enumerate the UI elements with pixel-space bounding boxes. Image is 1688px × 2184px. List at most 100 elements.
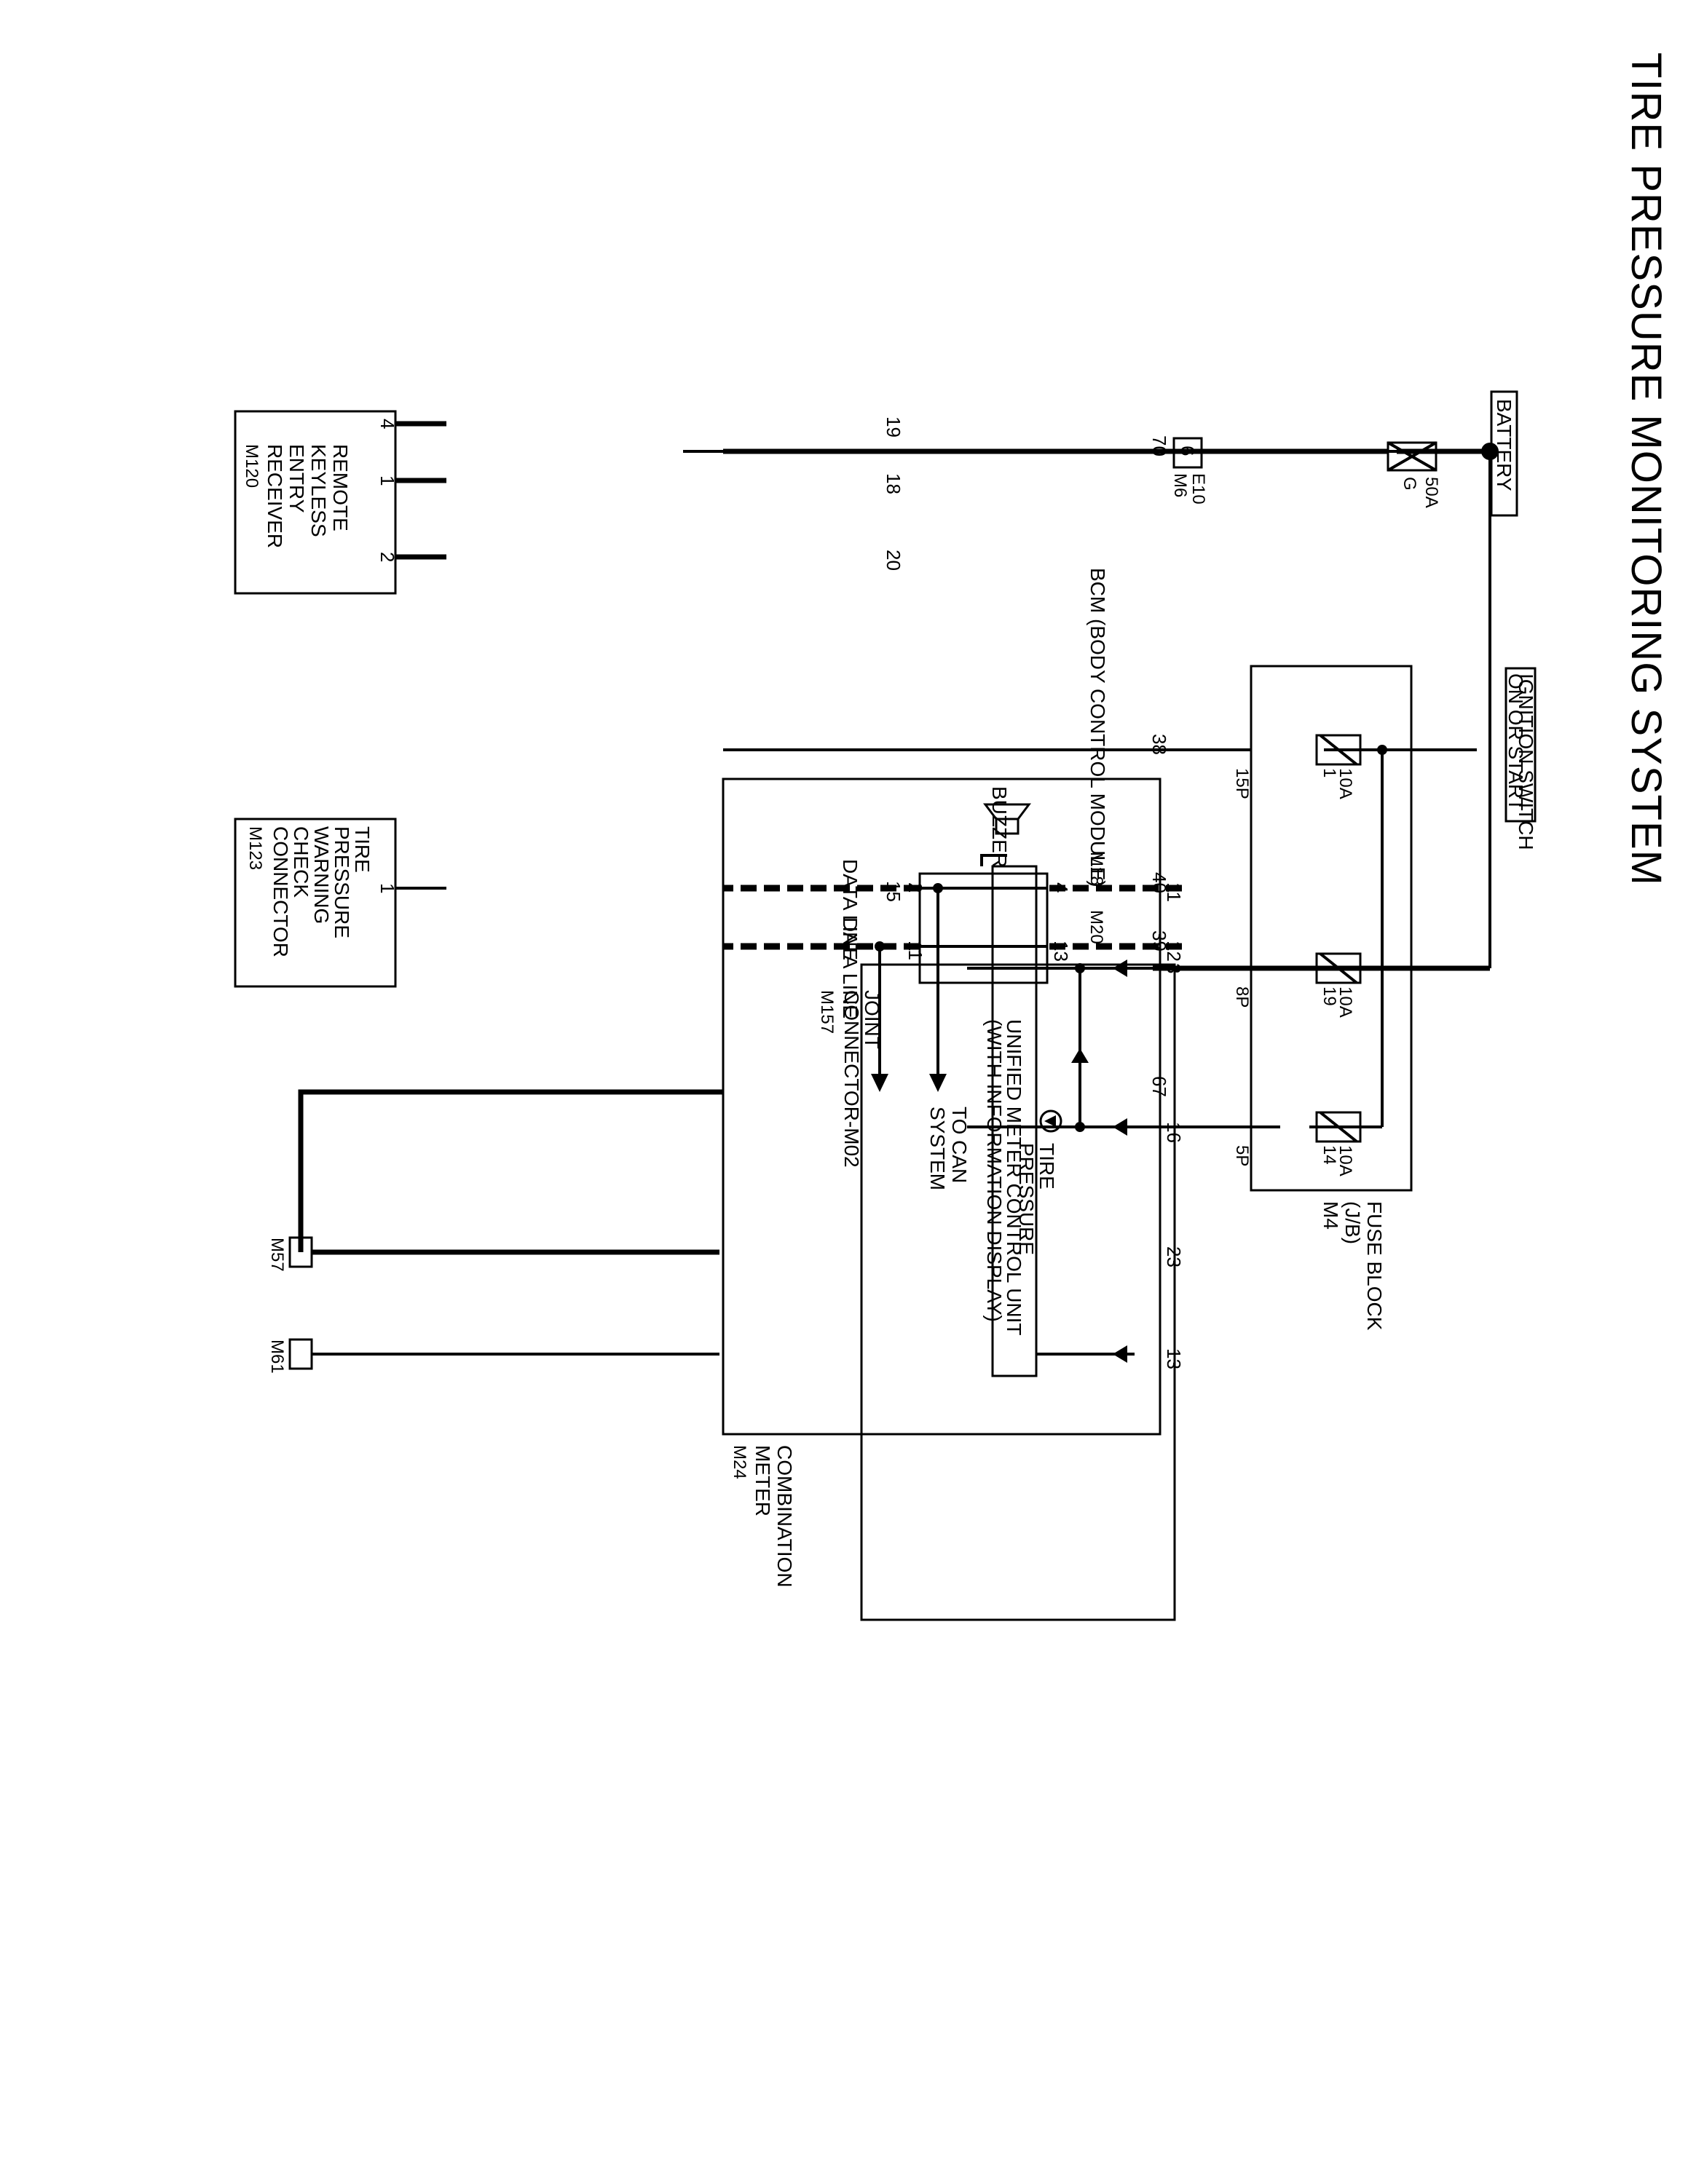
ignition-line2: ON OR START [1504, 673, 1527, 811]
unified-meter-line2: (WITH INFORMATION DISPLAY) [983, 1019, 1006, 1322]
diode-16-icon [1113, 1118, 1127, 1136]
check-connector-box [234, 818, 397, 988]
bcm-pin-70: 70 [1148, 435, 1170, 456]
fuse-19-slash [1319, 952, 1358, 984]
ignition-line1: IGNITION SWITCH [1515, 673, 1537, 850]
diode-3-icon [1113, 960, 1127, 977]
fusible-link-x2 [1387, 441, 1437, 472]
meter-conn: M24 [730, 1445, 749, 1479]
e10-conn-label: E10 [1188, 473, 1208, 505]
fuse-19-num: 19 [1320, 986, 1339, 1006]
fuse-19 [1315, 952, 1362, 984]
joint-connector-box [918, 872, 1049, 984]
tire-pressure-line2: PRESSURE [1015, 1143, 1038, 1255]
rke-line1: REMOTE [329, 444, 352, 531]
bcm-pin-15: 15 [883, 881, 904, 902]
bcm-pin-40: 40 [1148, 872, 1170, 893]
fuse-19-pin: 8P [1232, 986, 1252, 1008]
joint-pin-4: 4 [1050, 882, 1072, 893]
fuse-1-rating: 10A [1336, 768, 1355, 799]
buzzer-label: BUZZER [988, 786, 1011, 868]
joint-conn: M157 [817, 990, 837, 1034]
meter-pin-23: 23 [1163, 1246, 1185, 1267]
ground-m57-icon [288, 1236, 313, 1268]
meter-label-line2: METER [752, 1445, 774, 1516]
fuse-14-pin: 5P [1232, 1145, 1252, 1166]
check-line2: PRESSURE [331, 826, 353, 938]
rke-pin-4: 4 [376, 419, 398, 429]
fusible-link-rating: 50A [1421, 477, 1441, 508]
bcm-pin-20: 20 [883, 550, 904, 571]
rke-pin-2: 2 [376, 552, 398, 562]
joint-pin-11: 11 [904, 941, 926, 960]
rke-conn: M120 [242, 444, 261, 488]
fuse-block-label: FUSE BLOCK [1363, 1201, 1386, 1331]
bcm-label: BCM (BODY CONTROL MODULE) [1086, 568, 1109, 887]
bcm-conn-m18: M18 [1086, 852, 1106, 886]
can-arrow-a [929, 1074, 947, 1092]
can-arrow-b [871, 1074, 888, 1092]
fuse-14-num: 14 [1320, 1145, 1339, 1165]
unified-meter-box [991, 865, 1038, 1377]
fuse-1 [1315, 734, 1362, 766]
fuse-14-rating: 10A [1336, 1145, 1355, 1176]
fuse-block-jb: (J/B) [1341, 1201, 1364, 1244]
fuse-19-rating: 10A [1336, 986, 1355, 1018]
bcm-pin-39: 39 [1148, 930, 1170, 951]
check-line3: WARNING [310, 826, 333, 924]
to-can-line2: SYSTEM [926, 1107, 949, 1190]
bcm67-ground-wire [298, 1089, 723, 1252]
check-line1: TIRE [351, 826, 374, 873]
rke-line4: RECEIVER [264, 444, 286, 548]
battery-box [1490, 390, 1518, 517]
bcm-pin-18: 18 [883, 473, 904, 494]
ignition-box [1504, 667, 1537, 823]
check-pin-1: 1 [376, 883, 398, 893]
meter-label-line1: COMBINATION [773, 1445, 796, 1587]
joint-pin-2: 2 [904, 882, 926, 893]
fusible-link-id: G [1400, 477, 1419, 491]
rke-line3: ENTRY [285, 444, 308, 513]
battery-label: BATTERY [1493, 399, 1515, 491]
buzzer-horn-icon [983, 803, 1031, 820]
diode-13-icon [1113, 1345, 1127, 1363]
fuse-block [1250, 665, 1413, 1192]
joint-line2: CONNECTOR-M02 [840, 990, 863, 1168]
bcm-pin-67: 67 [1148, 1076, 1170, 1097]
rke-pin-1: 1 [376, 475, 398, 486]
meter-pin-13: 13 [1163, 1348, 1185, 1369]
bcm-pin-38: 38 [1148, 734, 1170, 755]
unified-meter-line1: UNIFIED METER CONTROL UNIT [1003, 1019, 1025, 1336]
rke-box [234, 410, 397, 595]
fuse-14-slash [1319, 1111, 1358, 1143]
check-line5: CONNECTOR [269, 826, 292, 957]
fuse-1-num: 1 [1320, 768, 1339, 778]
diode-cross-icon [1071, 1048, 1089, 1063]
fuse-block-conn: M4 [1320, 1201, 1342, 1230]
ground-m61-icon [288, 1338, 313, 1370]
meter-pin-3: 3 [1163, 963, 1185, 973]
tire-pressure-lamp-icon [1039, 1109, 1062, 1133]
tire-pressure-line1: TIRE [1036, 1143, 1058, 1190]
fuse-1-slash [1319, 734, 1358, 766]
ground-m57-label: M57 [267, 1238, 287, 1272]
meter-pin-11: 11 [1163, 882, 1185, 902]
fusible-link-symbol [1387, 441, 1437, 472]
meter-pin-16: 16 [1163, 1122, 1185, 1143]
bcm-box [860, 963, 1176, 1621]
tire-pressure-lamp-arrow-icon [1044, 1115, 1056, 1127]
bcm-conn-m20: M20 [1086, 910, 1106, 944]
joint-line1: JOINT [861, 990, 883, 1049]
e10-pin: 6 [1177, 446, 1199, 456]
e10-connector-box [1172, 437, 1203, 469]
meter-pin-12: 12 [1163, 941, 1185, 962]
bcm-pin-19: 19 [883, 416, 904, 438]
rke-line2: KEYLESS [307, 444, 330, 537]
joint-pin-13: 13 [1050, 941, 1072, 962]
data-line-label-b: DATA LINE [839, 917, 861, 1018]
to-can-line1: TO CAN [948, 1107, 971, 1183]
combination-meter-box [722, 778, 1162, 1436]
